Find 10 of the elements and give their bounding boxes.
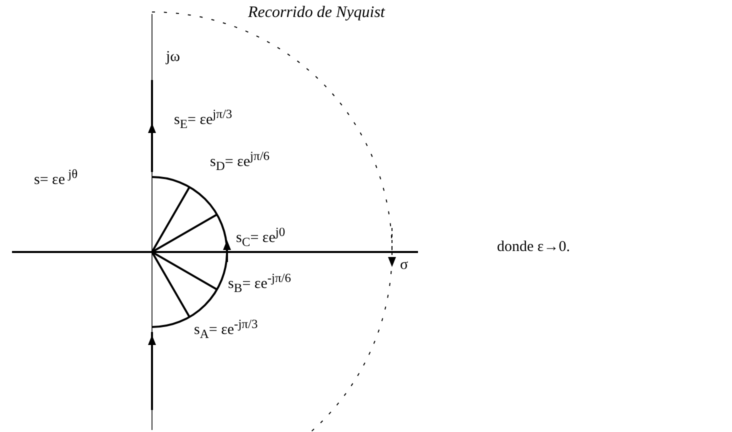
- point-label: s$_{D}$= εe$^{jπ/6}$: [210, 150, 270, 172]
- note: donde ε→0.: [497, 240, 570, 255]
- equation-label: s= εe $^{jθ}$: [34, 168, 78, 188]
- point-label: s$_{E}$= εe$^{jπ/3}$: [174, 108, 232, 130]
- point-label: s$_{C}$= εe$^{j0}$: [236, 226, 286, 248]
- axis-label: σ: [400, 258, 408, 273]
- diagram-title: Recorrido de Nyquist: [248, 4, 385, 22]
- point-label: s$_{A}$= εe$^{-jπ/3}$: [194, 318, 258, 340]
- axis-label: jω: [166, 50, 180, 65]
- point-label: s$_{B}$= εe$^{-jπ/6}$: [228, 272, 292, 294]
